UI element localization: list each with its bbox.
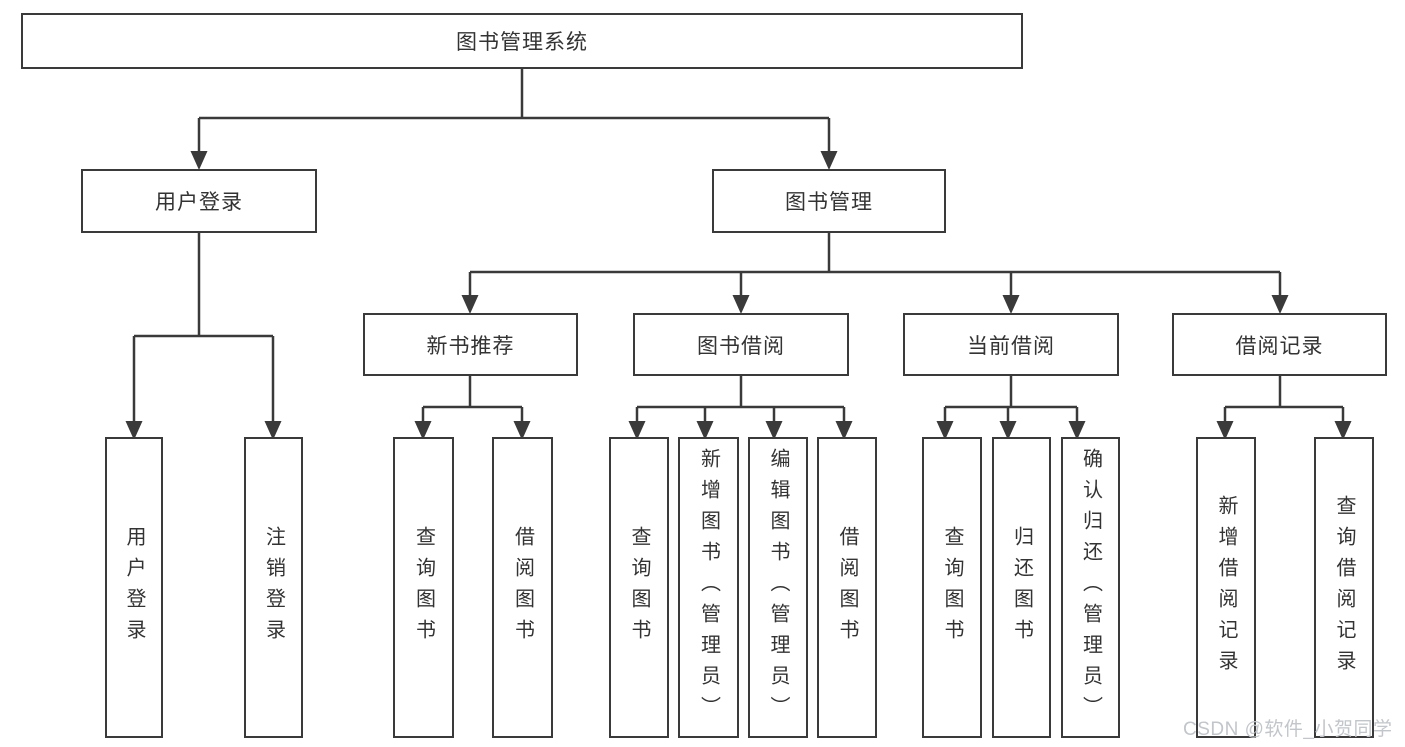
node-label: 图书管理 bbox=[785, 191, 873, 214]
node-book-management: 图书管理 bbox=[712, 169, 946, 233]
node-new-book-recommend: 新书推荐 bbox=[363, 313, 578, 376]
node-label: 借阅图书 bbox=[511, 525, 534, 650]
leaf-return-books: 归还图书 bbox=[992, 437, 1051, 738]
leaf-user-login: 用户登录 bbox=[105, 437, 163, 738]
node-label: 新增借阅记录 bbox=[1215, 494, 1237, 681]
node-label: 查询图书 bbox=[941, 525, 963, 650]
leaf-query-books-current: 查询图书 bbox=[922, 437, 982, 738]
node-borrowing-records: 借阅记录 bbox=[1172, 313, 1387, 376]
node-label: 新增图书（管理员） bbox=[697, 448, 720, 727]
node-label: 查询图书 bbox=[412, 525, 435, 650]
leaf-add-books-admin: 新增图书（管理员） bbox=[678, 437, 739, 738]
leaf-query-books-recommend: 查询图书 bbox=[393, 437, 454, 738]
node-label: 用户登录 bbox=[155, 191, 243, 214]
leaf-borrow-books-recommend: 借阅图书 bbox=[492, 437, 553, 738]
node-current-borrowing: 当前借阅 bbox=[903, 313, 1119, 376]
node-label: 当前借阅 bbox=[967, 334, 1055, 358]
node-label: 图书借阅 bbox=[697, 334, 785, 358]
node-user-login: 用户登录 bbox=[81, 169, 317, 233]
node-label: 编辑图书（管理员） bbox=[767, 448, 789, 727]
node-book-borrowing: 图书借阅 bbox=[633, 313, 849, 376]
node-label: 新书推荐 bbox=[426, 334, 515, 358]
node-library-management-system: 图书管理系统 bbox=[21, 13, 1023, 69]
node-label: 归还图书 bbox=[1010, 525, 1033, 650]
leaf-edit-books-admin: 编辑图书（管理员） bbox=[748, 437, 808, 738]
node-label: 查询借阅记录 bbox=[1333, 494, 1355, 681]
node-label: 图书管理系统 bbox=[456, 31, 588, 54]
csdn-watermark: CSDN @软件_小贺同学 bbox=[1183, 719, 1393, 740]
leaf-borrow-books: 借阅图书 bbox=[817, 437, 877, 738]
node-label: 用户登录 bbox=[123, 525, 145, 650]
node-label: 查询图书 bbox=[628, 525, 650, 650]
node-label: 注销登录 bbox=[262, 525, 285, 650]
node-label: 借阅记录 bbox=[1235, 334, 1324, 358]
leaf-query-books-borrowing: 查询图书 bbox=[609, 437, 669, 738]
leaf-confirm-return-admin: 确认归还（管理员） bbox=[1061, 437, 1120, 738]
leaf-add-borrow-record: 新增借阅记录 bbox=[1196, 437, 1256, 738]
leaf-query-borrow-record: 查询借阅记录 bbox=[1314, 437, 1374, 738]
node-label: 确认归还（管理员） bbox=[1079, 448, 1102, 727]
leaf-logout: 注销登录 bbox=[244, 437, 303, 738]
node-label: 借阅图书 bbox=[836, 525, 858, 650]
